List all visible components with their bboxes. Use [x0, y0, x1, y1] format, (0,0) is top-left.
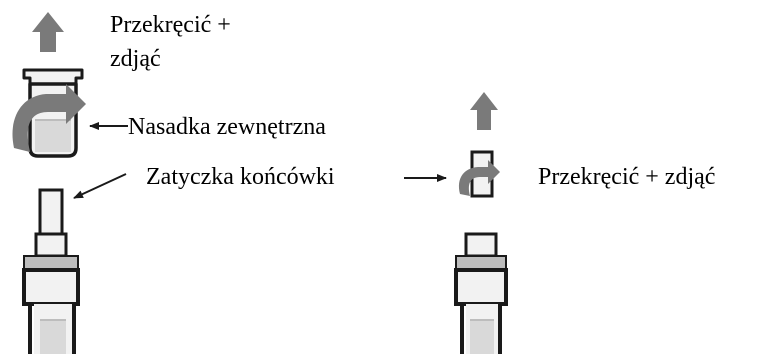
- pointer-arrow-icon-tip-cap: [73, 173, 127, 199]
- tip-cap-label: Zatyczka końcówki: [146, 164, 335, 190]
- twist-remove-label-left-line2: zdjąć: [110, 46, 161, 72]
- curved-arrow-icon-right: [458, 160, 500, 196]
- curved-arrow-icon-left: [12, 84, 86, 152]
- pen-body-right: [454, 232, 508, 354]
- twist-remove-label-left-line1: Przekręcić +: [110, 12, 231, 38]
- pen-body-left: [22, 188, 80, 354]
- twist-remove-label-right: Przekręcić + zdjąć: [538, 164, 715, 190]
- up-arrow-icon-right: [470, 92, 498, 130]
- up-arrow-icon-left: [32, 12, 64, 52]
- outer-cap-label: Nasadka zewnętrzna: [128, 114, 326, 140]
